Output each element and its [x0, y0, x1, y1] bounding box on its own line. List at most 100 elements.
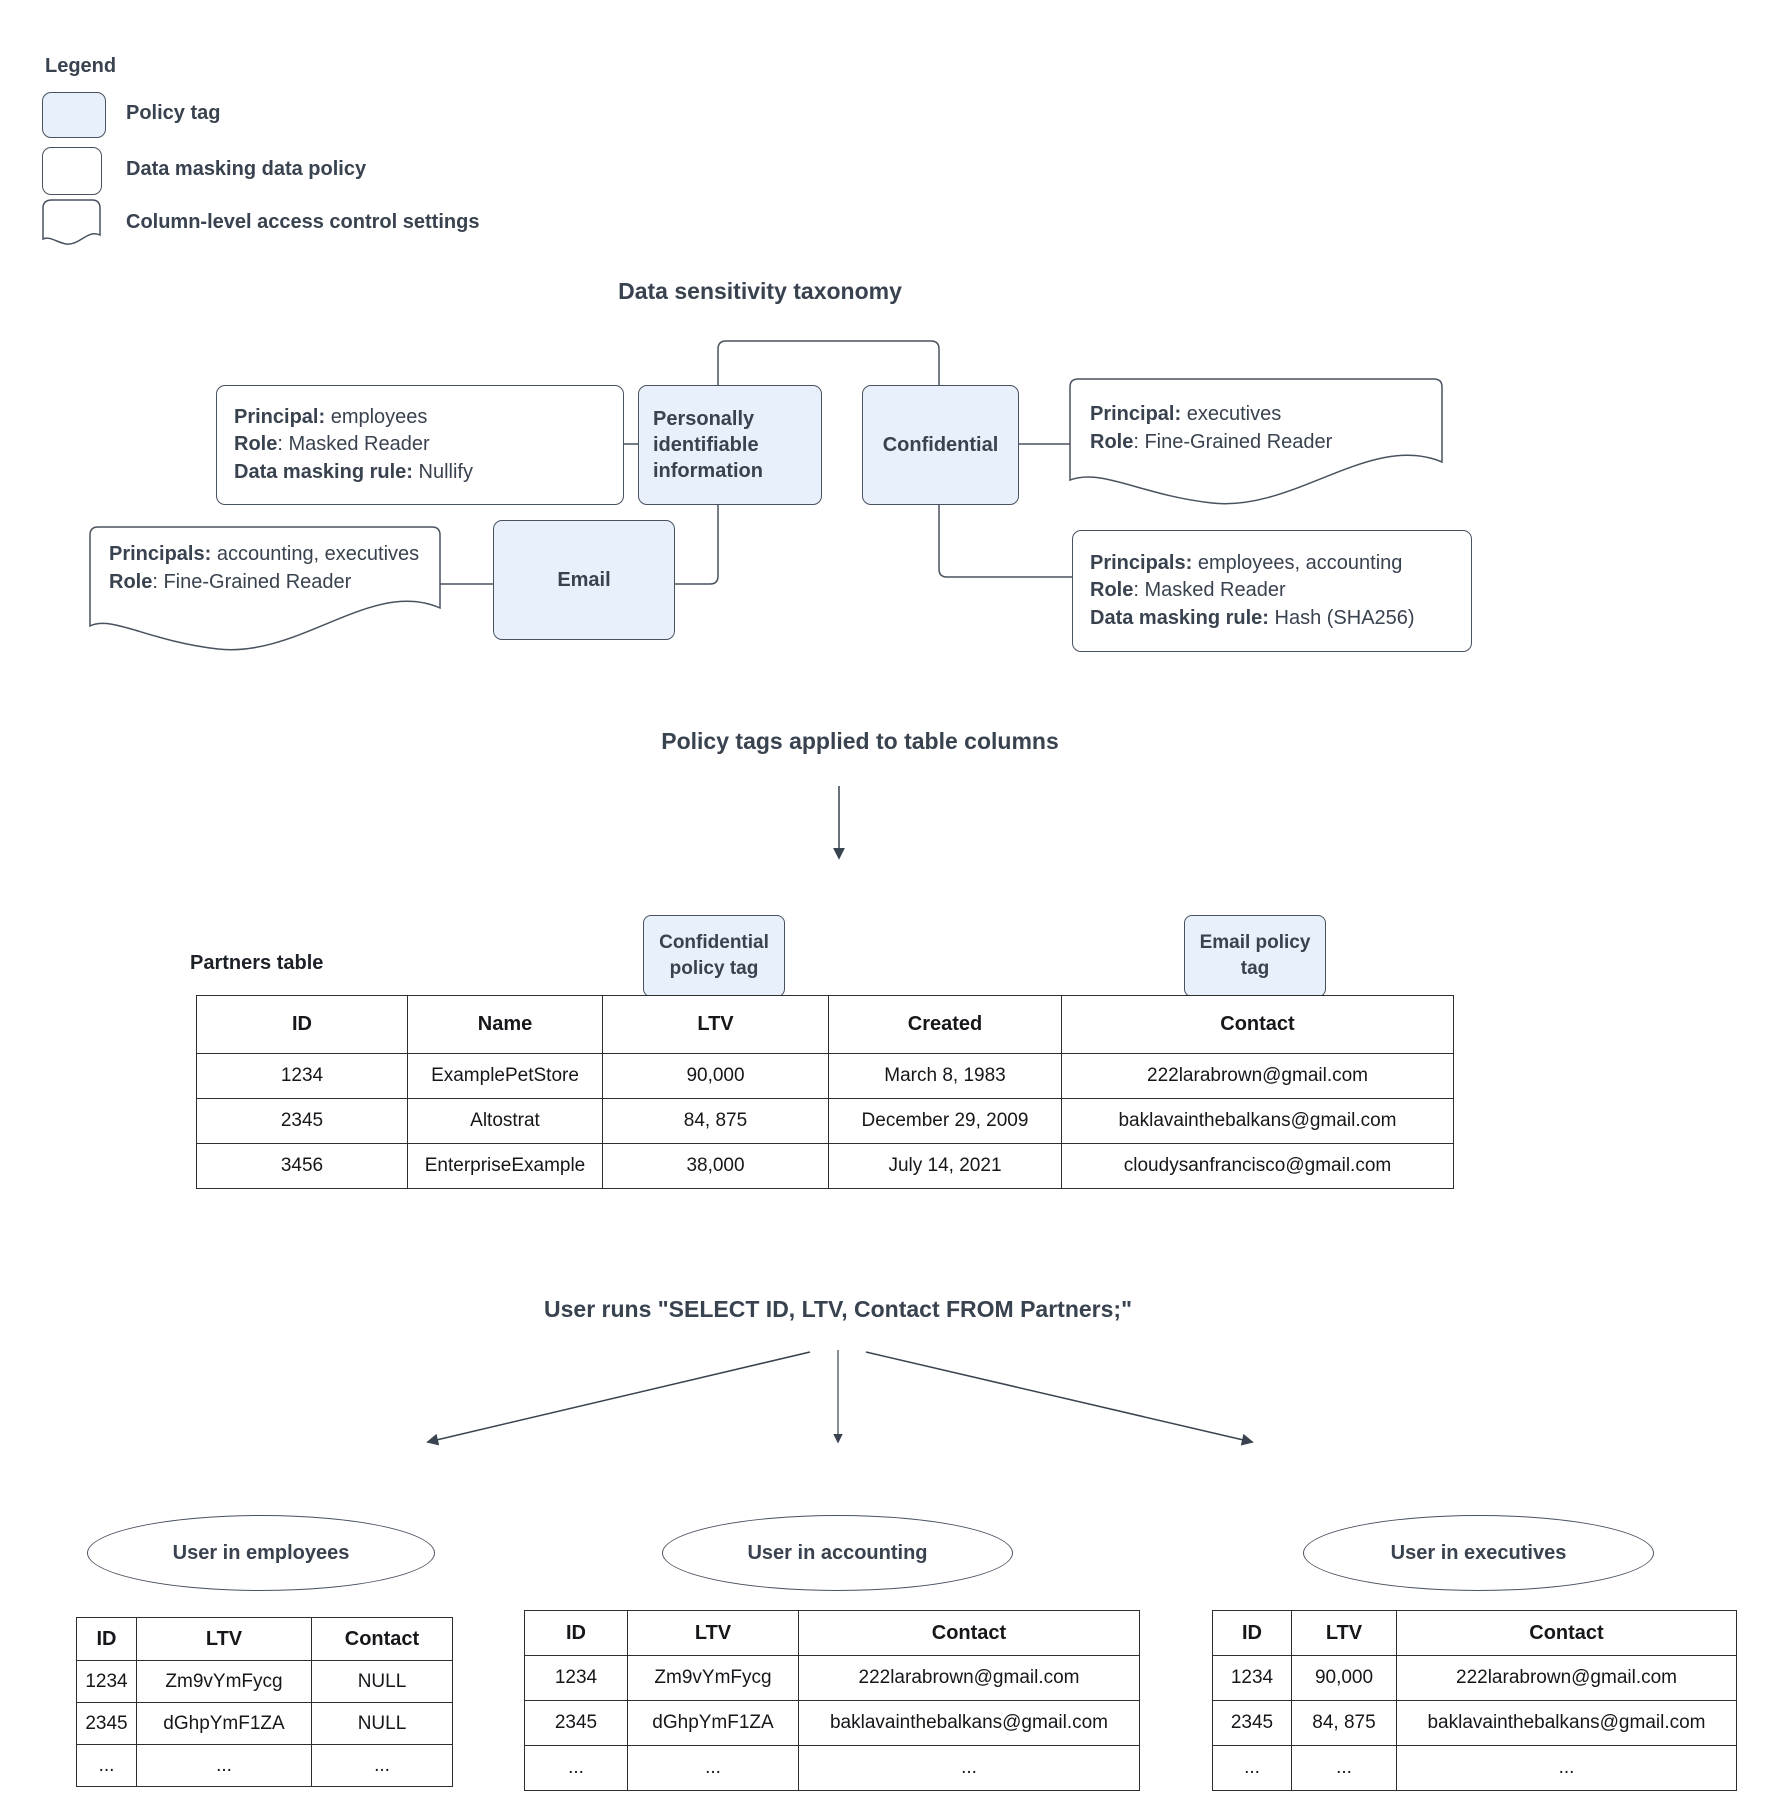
- cell: 2345: [76, 1702, 137, 1745]
- cell: 1234: [76, 1660, 137, 1703]
- cell: NULL: [311, 1702, 453, 1745]
- legend-data-policy-label: Data masking data policy: [126, 158, 367, 180]
- cell: 3456: [196, 1143, 408, 1189]
- cell: ...: [1212, 1745, 1292, 1791]
- user-accounting-ellipse: User in accounting: [662, 1515, 1013, 1591]
- cell: ...: [1291, 1745, 1397, 1791]
- table-row: 2345 Altostrat 84, 875 December 29, 2009…: [196, 1098, 1454, 1144]
- cell: baklavainthebalkans@gmail.com: [1396, 1700, 1737, 1746]
- table-row: ... ... ...: [1212, 1745, 1737, 1791]
- cell: July 14, 2021: [828, 1143, 1062, 1189]
- partners-table-label: Partners table: [190, 952, 324, 974]
- cell: ...: [76, 1744, 137, 1787]
- col-header: LTV: [627, 1610, 799, 1656]
- cell: 2345: [1212, 1700, 1292, 1746]
- col-header: ID: [76, 1617, 137, 1661]
- connector-pii-confidential: [717, 340, 940, 385]
- col-header: Contact: [798, 1610, 1140, 1656]
- user-executives-ellipse: User in executives: [1303, 1515, 1654, 1591]
- user-employees-ellipse: User in employees: [87, 1515, 435, 1591]
- cell: ...: [136, 1744, 312, 1787]
- legend-access-control-label: Column-level access control settings: [126, 211, 480, 233]
- policy-line: Role: Fine-Grained Reader: [109, 570, 352, 593]
- policy-tag-confidential: Confidential: [862, 385, 1019, 505]
- cell: 84, 875: [1291, 1700, 1397, 1746]
- table-header-row: ID LTV Contact: [1212, 1610, 1737, 1656]
- result-table-accounting: ID LTV Contact 1234 Zm9vYmFycg 222larabr…: [524, 1610, 1140, 1791]
- table-header-row: ID LTV Contact: [524, 1610, 1140, 1656]
- cell: cloudysanfrancisco@gmail.com: [1061, 1143, 1454, 1189]
- cell: 222larabrown@gmail.com: [1396, 1655, 1737, 1701]
- cell: 1234: [196, 1053, 408, 1099]
- policy-line: Principals: employees, accounting: [1090, 551, 1403, 574]
- policy-line: Role: Masked Reader: [234, 433, 430, 456]
- cell: NULL: [311, 1660, 453, 1703]
- email-policy-tag-chip: Email policy tag: [1184, 915, 1326, 997]
- access-control-executives-text: Principal: executives Role: Fine-Grained…: [1090, 401, 1332, 456]
- cell: ...: [524, 1745, 628, 1791]
- confidential-policy-tag-chip: Confidential policy tag: [643, 915, 785, 997]
- col-header: LTV: [602, 995, 829, 1054]
- cell: Zm9vYmFycg: [627, 1655, 799, 1701]
- cell: EnterpriseExample: [407, 1143, 603, 1189]
- legend-data-policy-swatch: [42, 147, 102, 195]
- col-header: ID: [524, 1610, 628, 1656]
- cell: 2345: [196, 1098, 408, 1144]
- policy-line: Principal: employees: [234, 405, 428, 428]
- cell: baklavainthebalkans@gmail.com: [798, 1700, 1140, 1746]
- cell: Altostrat: [407, 1098, 603, 1144]
- cell: ...: [1396, 1745, 1737, 1791]
- cell: 1234: [1212, 1655, 1292, 1701]
- col-header: Contact: [1061, 995, 1454, 1054]
- legend-policy-tag-swatch: [42, 92, 106, 138]
- arrow-fan-right: [865, 1351, 1254, 1446]
- col-header: Name: [407, 995, 603, 1054]
- cell: March 8, 1983: [828, 1053, 1062, 1099]
- col-header: Created: [828, 995, 1062, 1054]
- table-row: 2345 dGhpYmF1ZA baklavainthebalkans@gmai…: [524, 1700, 1140, 1746]
- cell: 38,000: [602, 1143, 829, 1189]
- policy-line: Principals: accounting, executives: [109, 543, 420, 565]
- cell: 90,000: [602, 1053, 829, 1099]
- table-row: 2345 84, 875 baklavainthebalkans@gmail.c…: [1212, 1700, 1737, 1746]
- result-table-employees: ID LTV Contact 1234 Zm9vYmFycg NULL 2345…: [76, 1617, 453, 1787]
- col-header: LTV: [1291, 1610, 1397, 1656]
- access-control-accounting-executives-text: Principals: accounting, executives Role:…: [109, 541, 419, 596]
- query-heading: User runs "SELECT ID, LTV, Contact FROM …: [544, 1296, 1132, 1322]
- col-header: LTV: [136, 1617, 312, 1661]
- table-header-row: ID LTV Contact: [76, 1617, 453, 1661]
- policy-tag-email: Email: [493, 520, 675, 640]
- cell: ...: [798, 1745, 1140, 1791]
- policy-tags-heading: Policy tags applied to table columns: [661, 728, 1059, 754]
- data-policy-nullify: Principal: employees Role: Masked Reader…: [216, 385, 624, 505]
- table-row: 1234 Zm9vYmFycg NULL: [76, 1660, 453, 1703]
- col-header: ID: [1212, 1610, 1292, 1656]
- table-row: 3456 EnterpriseExample 38,000 July 14, 2…: [196, 1143, 1454, 1189]
- cell: 222larabrown@gmail.com: [798, 1655, 1140, 1701]
- cell: dGhpYmF1ZA: [627, 1700, 799, 1746]
- connector-pii-email: [673, 503, 719, 585]
- cell: ...: [627, 1745, 799, 1791]
- col-header: ID: [196, 995, 408, 1054]
- cell: 222larabrown@gmail.com: [1061, 1053, 1454, 1099]
- data-policy-hash: Principals: employees, accounting Role: …: [1072, 530, 1472, 652]
- partners-table: ID Name LTV Created Contact 1234 Example…: [196, 995, 1454, 1189]
- policy-line: Role: Masked Reader: [1090, 579, 1286, 602]
- connector-confidential-hash: [938, 503, 1072, 578]
- col-header: Contact: [1396, 1610, 1737, 1656]
- cell: 2345: [524, 1700, 628, 1746]
- policy-line: Role: Fine-Grained Reader: [1090, 430, 1333, 453]
- table-row: 1234 ExamplePetStore 90,000 March 8, 198…: [196, 1053, 1454, 1099]
- cell: Zm9vYmFycg: [136, 1660, 312, 1703]
- cell: ...: [311, 1744, 453, 1787]
- cell: ExamplePetStore: [407, 1053, 603, 1099]
- arrow-fan-left: [426, 1351, 811, 1446]
- table-row: ... ... ...: [76, 1744, 453, 1787]
- table-row: 1234 90,000 222larabrown@gmail.com: [1212, 1655, 1737, 1701]
- policy-line: Principal: executives: [1090, 403, 1282, 425]
- cell: dGhpYmF1ZA: [136, 1702, 312, 1745]
- cell: December 29, 2009: [828, 1098, 1062, 1144]
- taxonomy-title: Data sensitivity taxonomy: [618, 278, 902, 304]
- legend-title: Legend: [45, 55, 117, 77]
